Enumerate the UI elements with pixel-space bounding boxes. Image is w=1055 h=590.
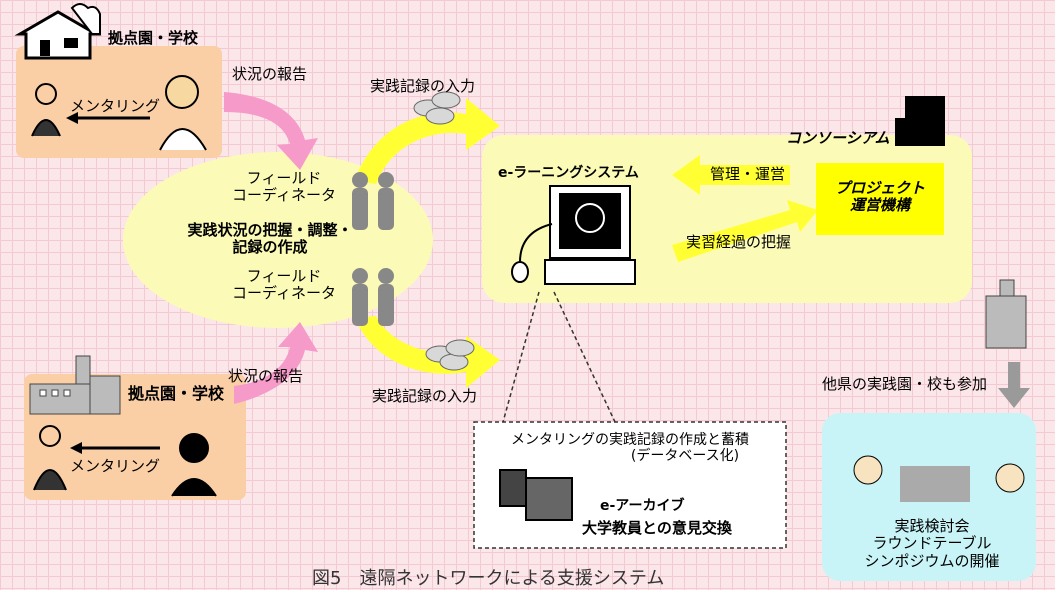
other-events-line2: ラウンドテーブル bbox=[872, 534, 992, 553]
archive-file-icon bbox=[499, 469, 573, 521]
report-arrow-bottom bbox=[234, 322, 318, 404]
computer-icon bbox=[511, 185, 636, 285]
elearning-system-label: e-ラーニングシステム bbox=[498, 165, 639, 181]
archive-name: e-アーカイブ bbox=[600, 498, 685, 514]
project-org-box bbox=[816, 163, 944, 235]
manage-label: 管理・運営 bbox=[710, 165, 786, 183]
cd-discs-top-icon bbox=[413, 91, 461, 125]
consortium-building-icon bbox=[895, 96, 945, 146]
report-arrow-top bbox=[224, 92, 318, 170]
coordinator-upper-line1: フィールド bbox=[246, 169, 322, 187]
mentee-figure-top bbox=[31, 83, 61, 137]
other-events-line3: シンポジウムの開催 bbox=[864, 551, 1000, 570]
join-arrow bbox=[998, 362, 1030, 408]
progress-label: 実習経過の把握 bbox=[686, 233, 792, 251]
coordinator-lower-line2: コーディネータ bbox=[232, 284, 336, 303]
coordinator-figures-top bbox=[352, 172, 394, 230]
coordinator-upper-line2: コーディネータ bbox=[232, 186, 336, 205]
coordinator-upper-label: フィールド コーディネータ bbox=[214, 169, 354, 205]
other-join-label: 他県の実践園・校も参加 bbox=[822, 375, 988, 393]
other-prefecture-building-icon bbox=[985, 279, 1027, 349]
bottom-mentoring-label: メンタリング bbox=[70, 457, 161, 475]
top-site-title: 拠点園・学校 bbox=[108, 29, 199, 47]
mentor-figure-top bbox=[159, 75, 207, 151]
school-house-icon bbox=[14, 3, 102, 60]
archive-desc-line1: メンタリングの実践記録の作成と蓄積 bbox=[511, 432, 749, 448]
archive-desc: メンタリングの実践記録の作成と蓄積 (データベース化) bbox=[476, 432, 784, 464]
input-arrow-top bbox=[355, 98, 500, 184]
coordinator-task-line1: 実践状況の把握・調整・ bbox=[187, 221, 353, 239]
cd-discs-bottom-icon bbox=[425, 339, 475, 371]
progress-arrow bbox=[672, 200, 818, 262]
other-events-label: 実践検討会 ラウンドテーブル シンポジウムの開催 bbox=[842, 517, 1022, 570]
coordinator-task-line2: 記録の作成 bbox=[232, 238, 308, 257]
project-org-label: プロジェクト 運営機構 bbox=[816, 179, 944, 215]
record-input-bottom-label: 実践記録の入力 bbox=[372, 387, 478, 405]
top-report-label: 状況の報告 bbox=[232, 65, 308, 83]
bottom-report-label: 状況の報告 bbox=[228, 367, 304, 385]
record-input-top-label: 実践記録の入力 bbox=[370, 77, 476, 95]
other-site-figures bbox=[853, 455, 1025, 502]
mentor-figure-bottom bbox=[171, 433, 217, 497]
figure-caption: 図5 遠隔ネットワークによる支援システム bbox=[312, 568, 665, 589]
other-events-line1: 実践検討会 bbox=[894, 517, 970, 535]
project-org-line2: 運営機構 bbox=[849, 196, 910, 215]
top-mentoring-label: メンタリング bbox=[70, 97, 161, 115]
project-org-line1: プロジェクト bbox=[834, 179, 925, 197]
archive-exchange: 大学教員との意見交換 bbox=[582, 519, 732, 537]
school-building-icon bbox=[29, 355, 121, 415]
coordinator-lower-line1: フィールド bbox=[246, 267, 322, 285]
coordinator-lower-label: フィールド コーディネータ bbox=[214, 267, 354, 303]
manage-arrow bbox=[672, 155, 790, 195]
coordinator-figures-bottom bbox=[352, 268, 394, 326]
coordinator-task-label: 実践状況の把握・調整・ 記録の作成 bbox=[180, 221, 360, 257]
top-site-box bbox=[16, 46, 222, 158]
consortium-title: コンソーシアム bbox=[786, 129, 890, 147]
mentee-figure-bottom bbox=[33, 425, 67, 491]
bottom-site-title: 拠点園・学校 bbox=[128, 384, 225, 403]
archive-desc-line2: (データベース化) bbox=[630, 448, 740, 465]
